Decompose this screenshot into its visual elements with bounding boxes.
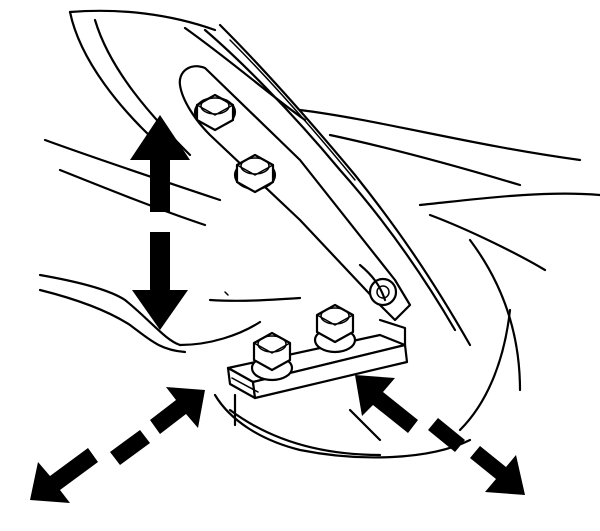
- lower-bolt-2: [313, 303, 357, 354]
- arrow-down-left-icon: [30, 448, 98, 503]
- lower-bolt-1: [250, 331, 294, 382]
- arrow-up-icon: [130, 115, 190, 212]
- diagonal-arrow-lower-right: [355, 375, 525, 495]
- arrow-down-icon: [132, 232, 188, 330]
- arrow-up-right-icon: [150, 387, 205, 434]
- arrow-up-left-icon: [355, 375, 418, 433]
- diagonal-arrow-lower-left: [30, 387, 205, 503]
- upper-bolt-1: [193, 93, 237, 132]
- body-panel-lines: [38, 9, 600, 459]
- vertical-double-arrow: [130, 115, 190, 330]
- arrow-down-right-icon: [470, 446, 525, 495]
- upper-bolt-2: [233, 153, 277, 194]
- hinge-arm: [178, 23, 472, 347]
